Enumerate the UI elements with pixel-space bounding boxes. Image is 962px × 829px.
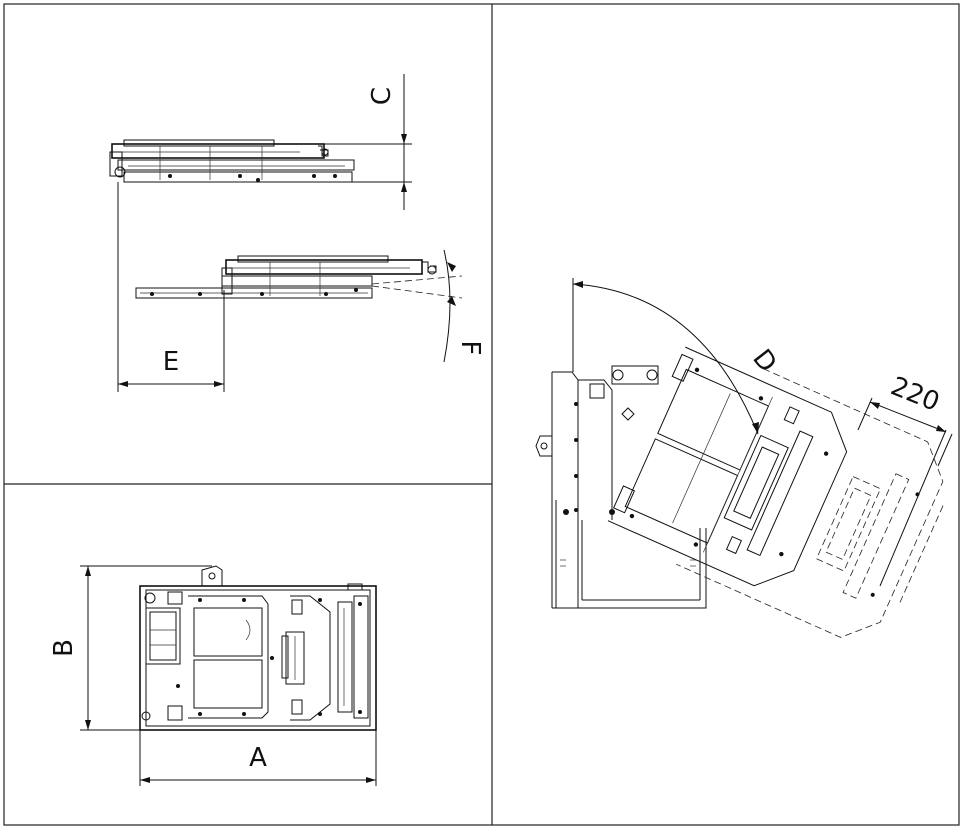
dimension-label-a: A [249,743,267,773]
top-view-unit [139,565,377,731]
dimension-label-e: E [163,347,179,377]
dimension-label-d: D [746,344,782,378]
dimension-d: D [572,278,782,435]
dimension-label-c: C [367,87,397,105]
dimension-c: C [300,74,412,210]
side-view-retracted [109,139,355,183]
dimension-label-f: F [455,341,485,356]
rotated-carriage [607,346,944,638]
dimension-a: A [139,730,377,786]
side-view-extended [135,255,463,299]
dimension-label-b: B [49,639,79,657]
dimension-e: E [117,182,225,392]
dimension-label-220: 220 [886,371,943,417]
dimension-220: 220 [857,371,953,587]
dimension-f: F [443,249,485,363]
base-frame-fixed [535,365,707,609]
panel-frames [3,3,960,826]
dimension-b: B [49,565,212,731]
